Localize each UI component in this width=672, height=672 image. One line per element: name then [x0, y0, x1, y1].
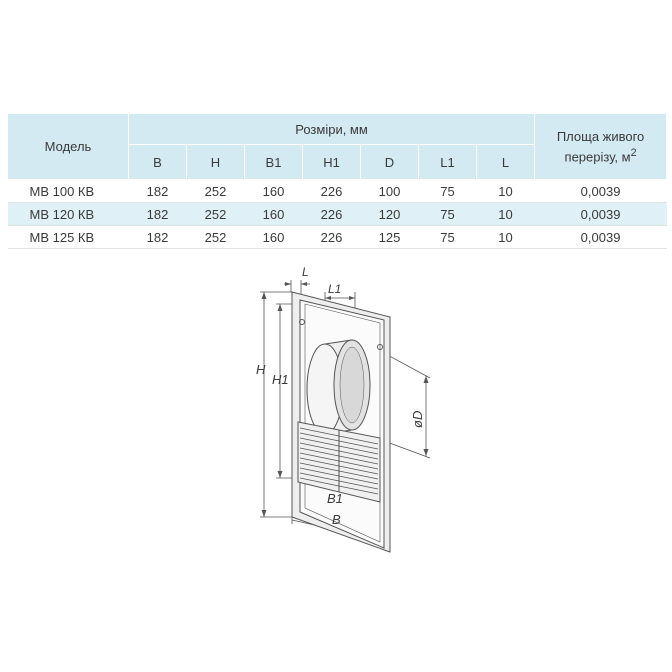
- model-cell: МВ 100 КВ: [7, 179, 129, 203]
- value-h: 252: [186, 225, 245, 249]
- header-free-area: Площа живого перерізу, м2: [534, 113, 668, 180]
- table-row: МВ 100 КВ 182 252 160 226 100 75 10 0,00…: [7, 179, 667, 203]
- value-l1: 75: [418, 179, 477, 203]
- label-h1: H1: [272, 372, 289, 387]
- model-cell: МВ 120 КВ: [7, 202, 129, 226]
- value-h: 252: [186, 179, 245, 203]
- header-dimensions: Розміри, мм: [127, 113, 536, 145]
- screw-hole-top-left: [299, 319, 305, 325]
- label-l: L: [302, 265, 309, 279]
- header-col-h: H: [186, 144, 245, 180]
- table-row: МВ 125 КВ 182 252 160 226 125 75 10 0,00…: [7, 225, 667, 249]
- value-l: 10: [476, 202, 535, 226]
- value-l: 10: [476, 179, 535, 203]
- header-area-line1: Площа живого: [556, 128, 645, 144]
- value-b: 182: [128, 179, 187, 203]
- label-d: øD: [410, 411, 425, 428]
- value-area: 0,0039: [534, 202, 667, 226]
- value-h: 252: [186, 202, 245, 226]
- header-model: Модель: [7, 113, 129, 180]
- screw-hole-top-right: [377, 344, 383, 350]
- value-b1: 160: [244, 179, 303, 203]
- header-col-h1: H1: [302, 144, 361, 180]
- label-h: H: [256, 362, 266, 377]
- value-area: 0,0039: [534, 179, 667, 203]
- label-b: B: [332, 512, 341, 527]
- header-col-b: B: [128, 144, 187, 180]
- value-d: 125: [360, 225, 419, 249]
- value-b1: 160: [244, 202, 303, 226]
- value-h1: 226: [302, 179, 361, 203]
- label-b1: B1: [327, 491, 343, 506]
- header-col-b1: B1: [244, 144, 303, 180]
- value-h1: 226: [302, 202, 361, 226]
- value-d: 120: [360, 202, 419, 226]
- technical-drawing: H H1 L L1 øD B1 B: [256, 265, 431, 553]
- value-b: 182: [128, 225, 187, 249]
- header-area-sup: 2: [630, 146, 637, 159]
- label-l1: L1: [328, 282, 341, 296]
- value-l: 10: [476, 225, 535, 249]
- spigot-tube: [306, 339, 371, 435]
- value-b: 182: [128, 202, 187, 226]
- louvre-grille: [297, 421, 381, 503]
- value-b1: 160: [244, 225, 303, 249]
- header-area-line2: перерізу, м: [564, 149, 631, 165]
- value-h1: 226: [302, 225, 361, 249]
- value-area: 0,0039: [534, 225, 667, 249]
- header-col-l: L: [475, 144, 536, 180]
- model-cell: МВ 125 КВ: [7, 225, 129, 249]
- spec-table: Модель Розміри, мм Площа живого перерізу…: [7, 113, 668, 249]
- value-d: 100: [360, 179, 419, 203]
- value-l1: 75: [418, 202, 477, 226]
- value-l1: 75: [418, 225, 477, 249]
- table-row: МВ 120 КВ 182 252 160 226 120 75 10 0,00…: [7, 202, 667, 226]
- header-col-d: D: [360, 144, 419, 180]
- header-col-l1: L1: [418, 144, 477, 180]
